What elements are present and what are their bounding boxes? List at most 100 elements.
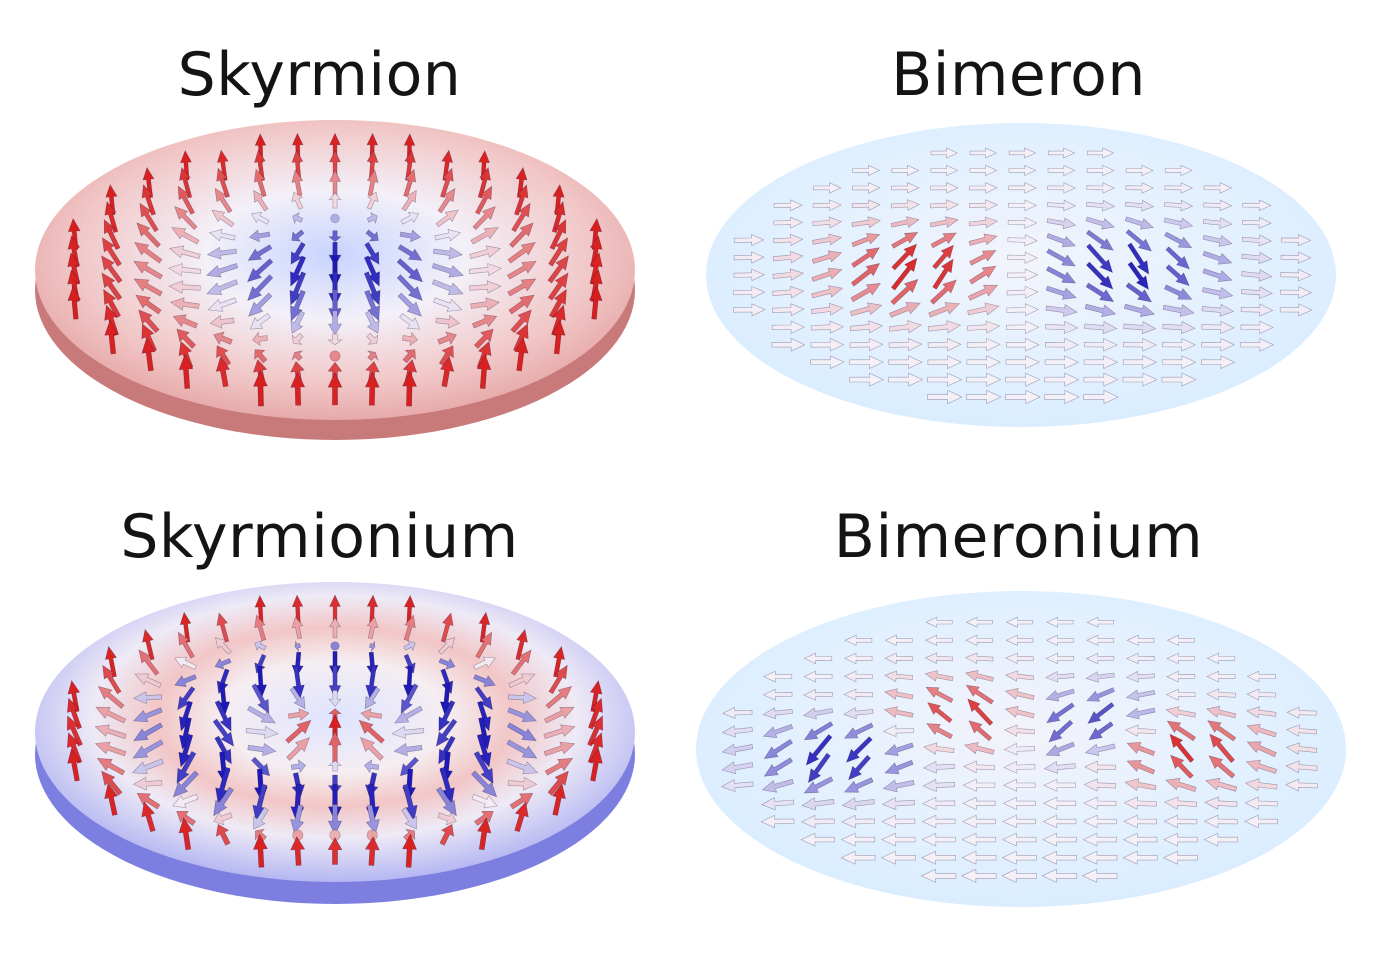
spin-arrow: [967, 284, 999, 301]
spin-arrow: [1201, 303, 1235, 317]
spin-arrow: [403, 639, 416, 652]
spin-arrow: [962, 778, 996, 792]
spin-arrow: [365, 229, 379, 242]
spin-arrow: [397, 244, 423, 261]
spin-arrow: [722, 706, 753, 719]
spin-arrow: [1044, 372, 1080, 387]
spin-arrow: [549, 219, 567, 251]
spin-arrow: [1005, 372, 1041, 387]
spin-arrow: [1125, 199, 1155, 212]
spin-arrow: [964, 652, 994, 664]
spin-arrow: [1044, 355, 1080, 369]
spin-arrow: [1046, 233, 1077, 248]
spin-arrow: [1086, 616, 1114, 628]
spin-arrow: [1123, 814, 1157, 829]
spin-arrow: [253, 190, 269, 212]
spin-arrow: [1006, 303, 1040, 317]
spin-arrow: [366, 616, 379, 640]
spin-arrow: [543, 724, 576, 739]
spin-arrow: [587, 715, 604, 747]
spin-arrow: [471, 770, 498, 798]
spin-arrow: [473, 656, 496, 670]
spin-arrow: [843, 670, 873, 683]
spin-arrow: [1164, 182, 1194, 194]
spin-arrow: [96, 757, 126, 776]
spin-arrow: [544, 757, 574, 776]
spin-arrow: [962, 796, 996, 810]
spin-arrow: [589, 679, 603, 713]
spin-arrow: [251, 683, 270, 714]
spin-arrow: [1124, 216, 1154, 230]
spin-arrow: [399, 312, 421, 330]
spin-arrow: [852, 164, 881, 176]
spin-arrow: [967, 320, 1001, 334]
spin-arrow: [1125, 670, 1155, 683]
spin-arrow: [1280, 251, 1312, 264]
skyrmionium-diagram: [35, 582, 635, 904]
spin-arrow: [476, 340, 492, 370]
spin-arrow: [844, 634, 873, 646]
spin-arrow: [1165, 706, 1196, 719]
spin-arrow: [810, 320, 845, 334]
spin-arrow: [132, 691, 163, 705]
spin-arrow: [215, 823, 231, 846]
spin-arrow: [800, 814, 835, 829]
spin-arrow: [1001, 832, 1037, 847]
spin-arrow: [548, 237, 569, 267]
spin-arrow: [515, 628, 528, 661]
spin-arrow: [1164, 231, 1193, 249]
spin-arrow: [721, 743, 754, 756]
spin-arrow: [927, 389, 963, 405]
spin-arrow: [772, 285, 805, 299]
spin-arrow: [961, 832, 997, 847]
spin-arrow: [132, 776, 163, 791]
spin-arrow: [135, 294, 162, 315]
spin-arrow: [364, 371, 380, 406]
spin-arrow: [851, 247, 880, 268]
spin-arrow: [506, 758, 539, 775]
spin-arrow: [966, 355, 1002, 369]
spin-arrow: [921, 796, 956, 811]
spin-arrow: [67, 285, 81, 320]
spin-arrow: [803, 652, 833, 665]
spin-arrow: [514, 801, 529, 833]
spin-arrow: [365, 360, 380, 384]
spin-arrow: [968, 216, 999, 229]
spin-arrow: [733, 268, 766, 282]
spin-arrow: [174, 205, 198, 231]
spin-arrow: [208, 228, 236, 242]
spin-arrow: [473, 750, 494, 785]
spin-arrow: [507, 691, 538, 705]
spin-arrow: [1123, 321, 1157, 335]
spin-arrow: [850, 262, 881, 287]
spin-arrow: [930, 164, 959, 176]
spin-arrow: [138, 649, 160, 676]
spin-arrow: [1045, 285, 1077, 300]
spin-arrow: [1285, 760, 1318, 774]
spin-arrow: [1201, 320, 1235, 335]
spin-arrow: [928, 302, 960, 318]
spin-arrow: [803, 688, 833, 701]
spin-arrow: [811, 285, 844, 299]
spin-arrow: [177, 185, 196, 215]
spin-arrow: [1083, 796, 1117, 810]
spin-arrow: [1166, 670, 1196, 683]
spin-arrow: [206, 246, 237, 260]
spin-arrow: [734, 234, 765, 247]
spin-arrow: [365, 804, 380, 835]
spin-arrows: [66, 594, 604, 868]
spin-arrow: [922, 760, 955, 774]
spin-arrow: [930, 182, 959, 194]
bimeronium-panel: Bimeronium: [696, 477, 1398, 953]
spin-arrow: [922, 778, 956, 792]
spin-arrow: [543, 706, 575, 724]
spin-arrow: [762, 688, 793, 701]
spin-arrow: [1163, 832, 1198, 847]
spin-arrow: [773, 199, 803, 212]
spin-arrow: [547, 770, 569, 796]
spin-arrow: [551, 782, 566, 816]
spin-arrow: [292, 665, 305, 699]
spin-arrow: [327, 836, 343, 865]
spin-arrow: [966, 337, 1001, 352]
spin-arrow: [733, 285, 766, 299]
